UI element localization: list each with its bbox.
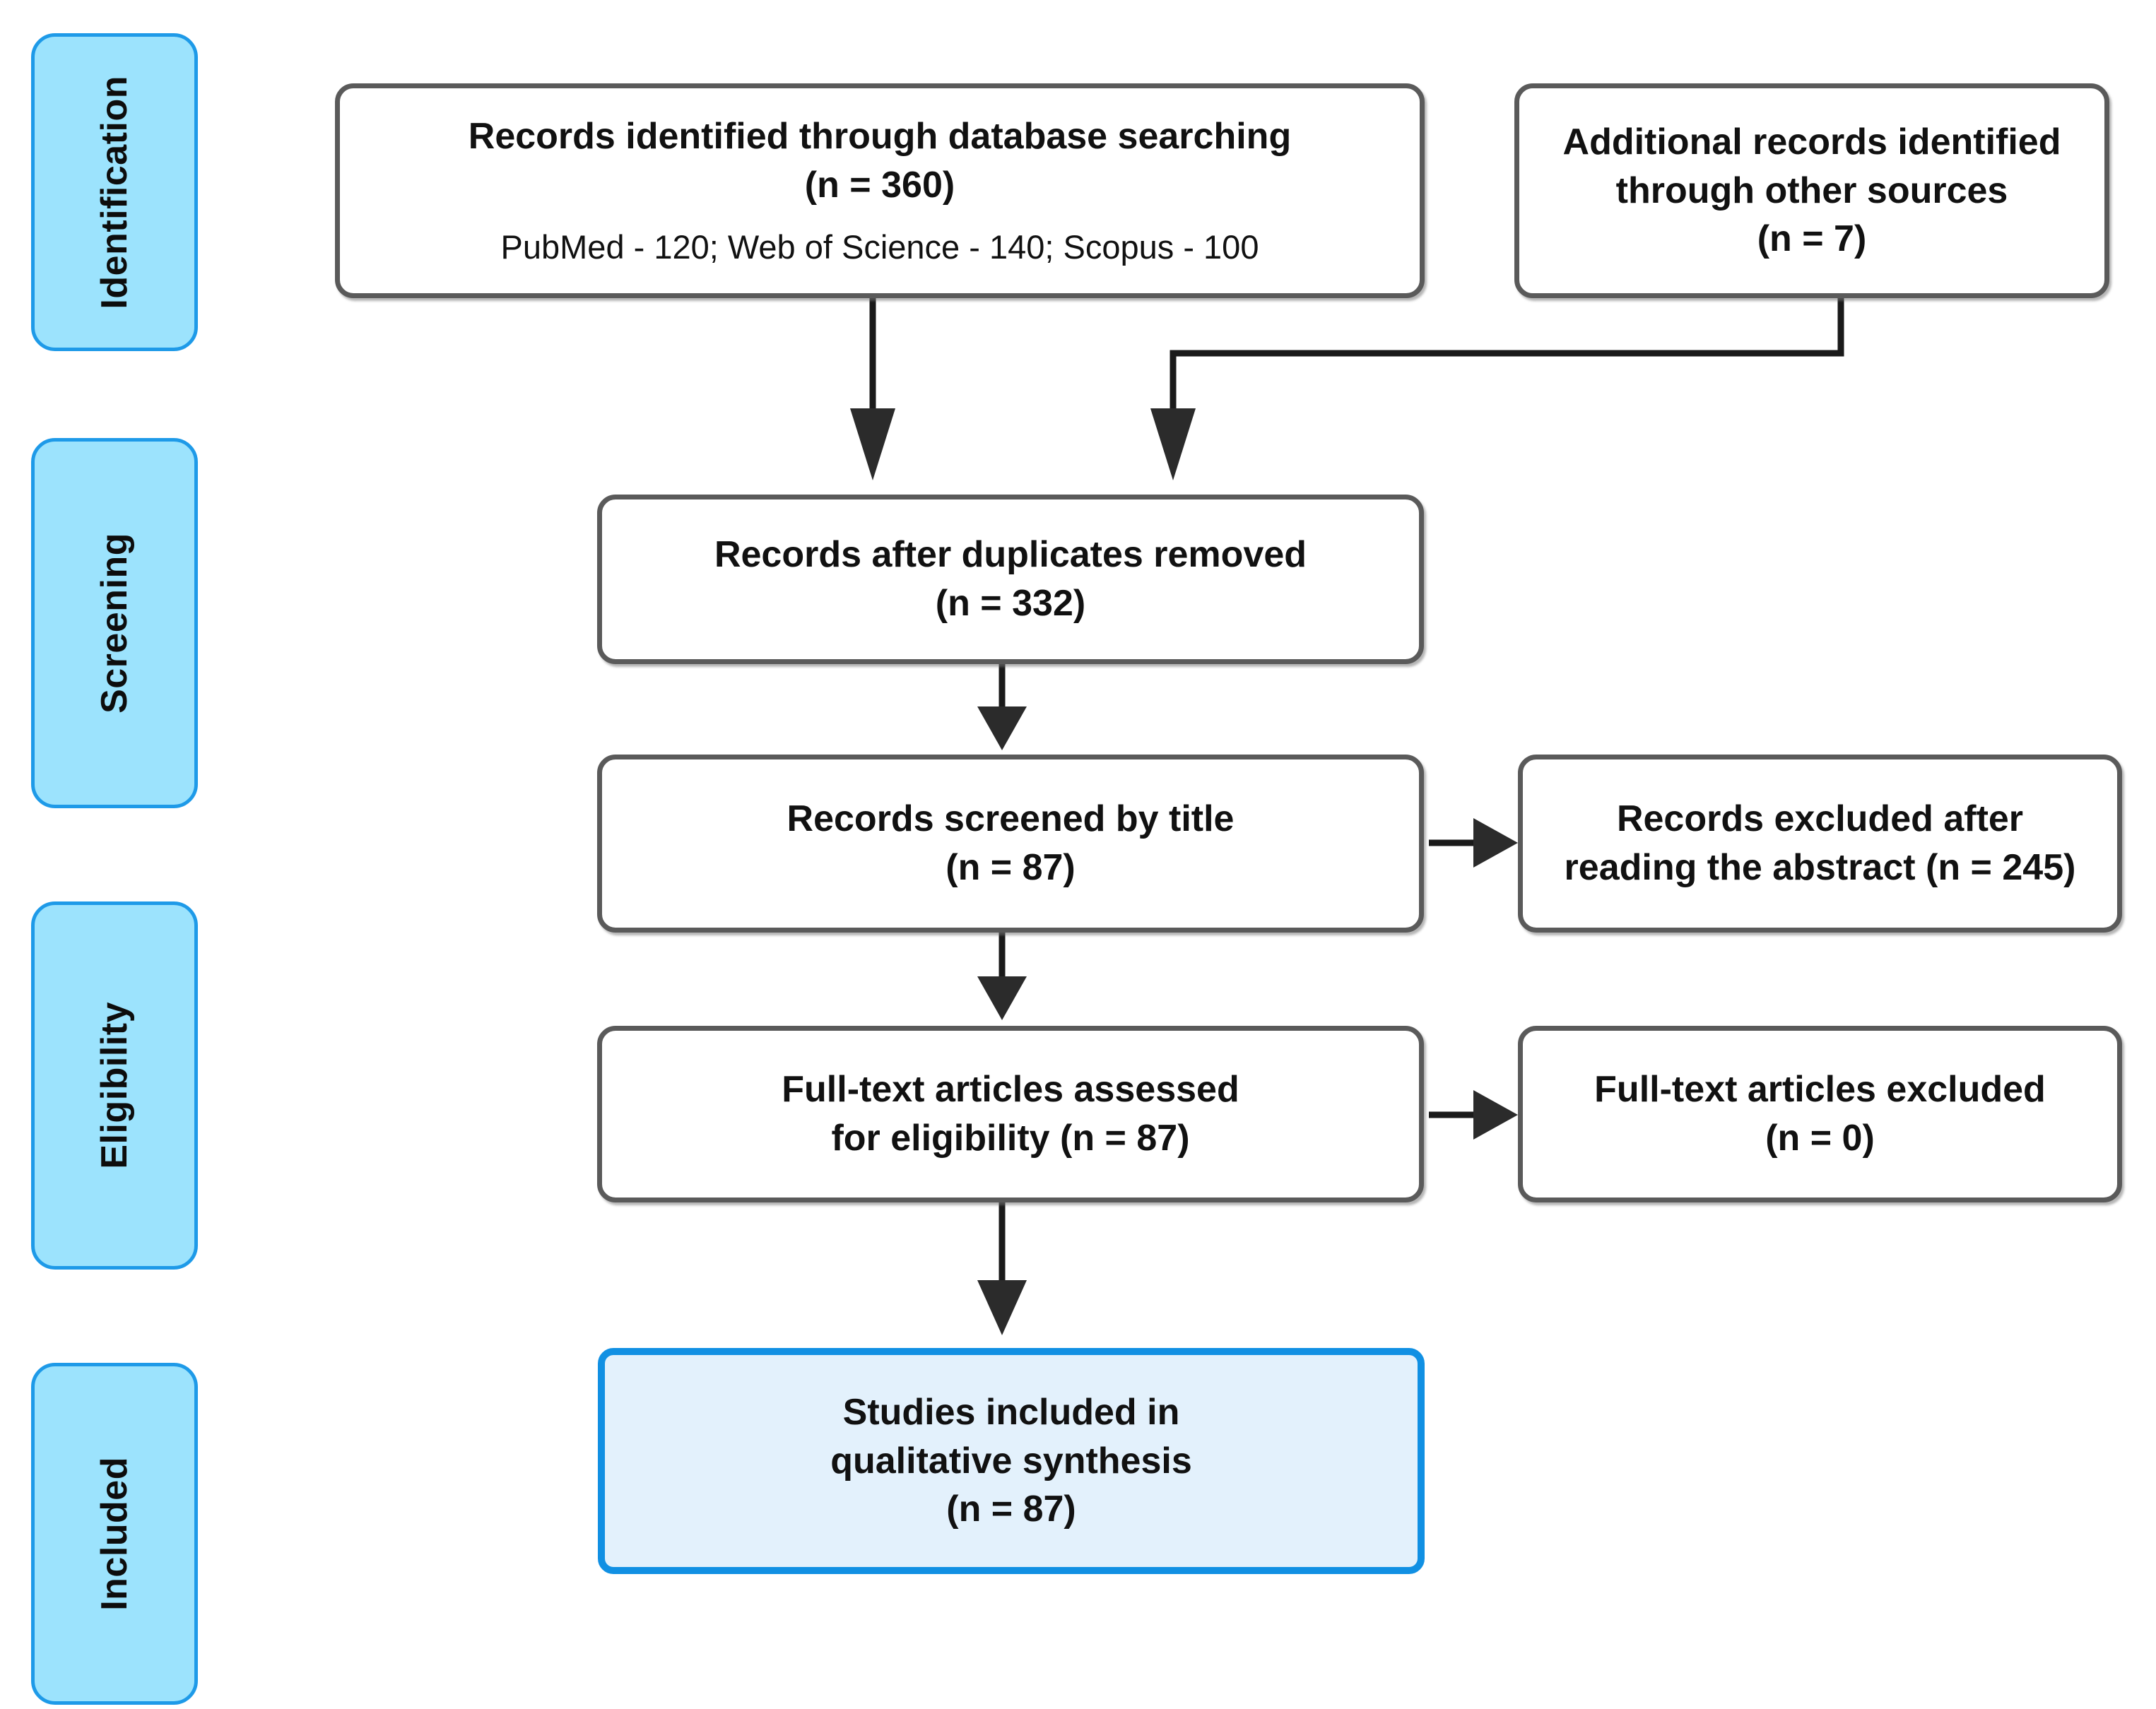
fulltext-excluded-line-1: Full-text articles excluded: [1594, 1069, 2046, 1111]
box-fulltext-articles-assessed: Full-text articles assessed for eligibil…: [597, 1026, 1424, 1202]
phase-label-included: Included: [94, 1457, 135, 1611]
phase-label-identification: Identification: [94, 75, 135, 309]
box-fulltext-articles-excluded: Full-text articles excluded (n = 0): [1518, 1026, 2122, 1202]
phase-box-screening: Screening: [31, 438, 198, 808]
arrow-fulltext-to-excluded: [1429, 1090, 1518, 1140]
arrow-database-to-duplicates: [850, 298, 895, 480]
box-records-database-searching: Records identified through database sear…: [335, 83, 1425, 298]
box-records-excluded-after-abstract: Records excluded after reading the abstr…: [1518, 755, 2122, 933]
box-records-screened-by-title: Records screened by title (n = 87): [597, 755, 1424, 933]
box-records-after-duplicates-removed: Records after duplicates removed (n = 33…: [597, 495, 1424, 664]
database-search-breakdown: PubMed - 120; Web of Science - 140; Scop…: [500, 227, 1259, 266]
arrow-screened-to-fulltext: [977, 933, 1027, 1020]
duplicates-removed-count: (n = 332): [935, 583, 1086, 624]
phase-box-eligibility: Eligibility: [31, 901, 198, 1270]
box-studies-included-qualitative-synthesis: Studies included in qualitative synthesi…: [598, 1348, 1425, 1574]
studies-included-count: (n = 87): [946, 1489, 1076, 1530]
other-sources-count: (n = 7): [1757, 218, 1867, 260]
arrow-screened-to-excluded: [1429, 818, 1518, 868]
arrow-fulltext-to-included: [977, 1201, 1027, 1335]
other-sources-line-2: through other sources: [1615, 170, 2008, 211]
screened-by-title-count: (n = 87): [946, 847, 1076, 888]
screened-by-title-line-1: Records screened by title: [787, 798, 1235, 840]
phase-label-screening: Screening: [94, 533, 135, 714]
phase-box-included: Included: [31, 1363, 198, 1705]
fulltext-excluded-count: (n = 0): [1765, 1118, 1875, 1159]
box-additional-records-other-sources: Additional records identified through ot…: [1514, 83, 2109, 298]
database-search-count: (n = 360): [804, 164, 955, 206]
excluded-after-abstract-line-2: reading the abstract (n = 245): [1564, 847, 2076, 888]
excluded-after-abstract-line-1: Records excluded after: [1616, 798, 2024, 840]
fulltext-assessed-line-2: for eligibility (n = 87): [831, 1118, 1190, 1159]
database-search-line-1: Records identified through database sear…: [468, 116, 1292, 158]
arrow-other-sources-to-duplicates: [1150, 298, 1844, 480]
phase-label-eligibility: Eligibility: [94, 1002, 135, 1169]
arrow-duplicates-to-screened: [977, 664, 1027, 750]
other-sources-line-1: Additional records identified: [1562, 122, 2061, 163]
studies-included-line-1: Studies included in: [842, 1392, 1180, 1433]
studies-included-line-2: qualitative synthesis: [830, 1440, 1192, 1482]
duplicates-removed-line-1: Records after duplicates removed: [714, 534, 1307, 576]
phase-box-identification: Identification: [31, 33, 198, 351]
fulltext-assessed-line-1: Full-text articles assessed: [782, 1069, 1239, 1111]
